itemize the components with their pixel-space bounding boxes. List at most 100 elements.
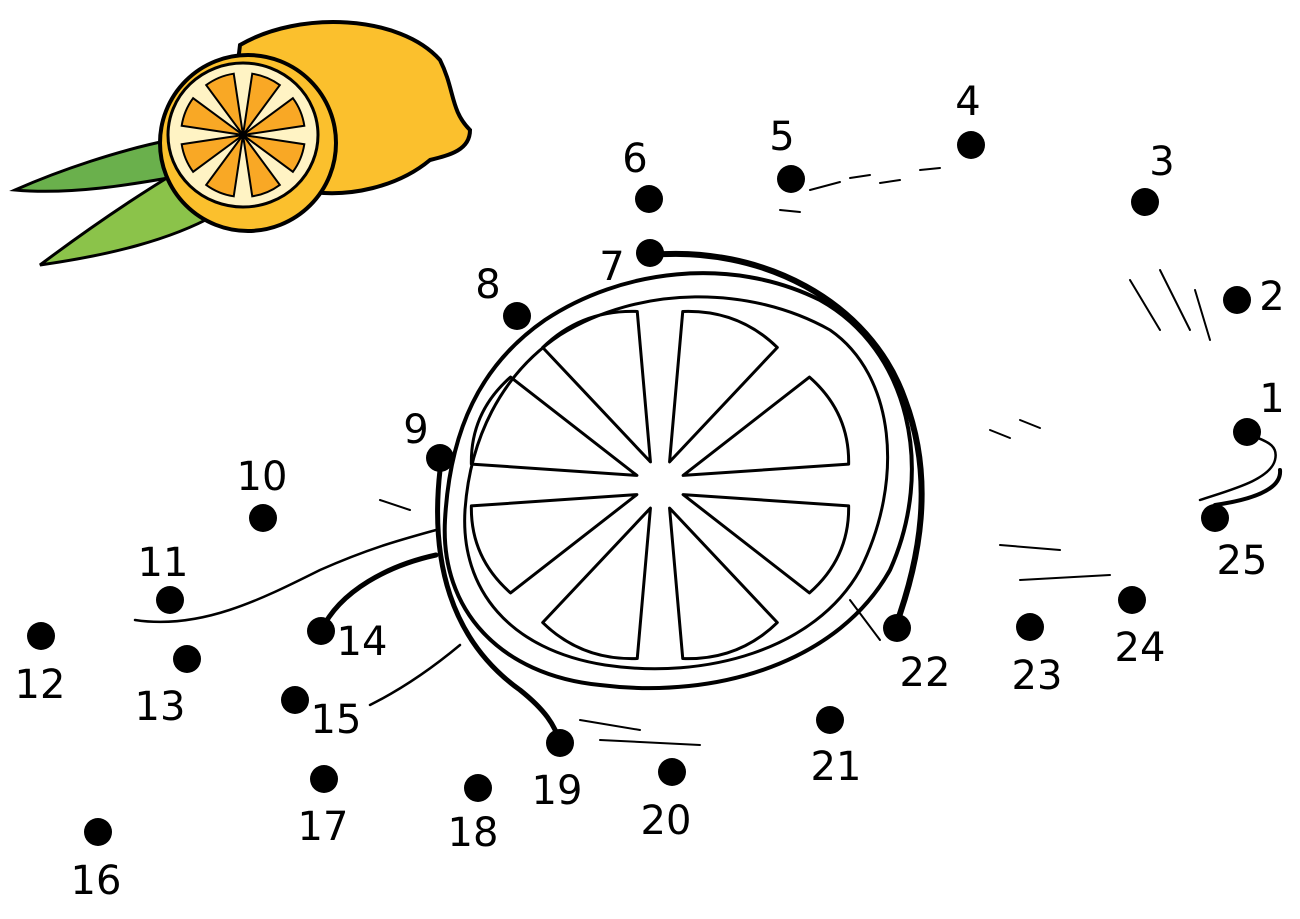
dot-number: 18	[448, 810, 499, 856]
dot-number: 16	[71, 858, 122, 904]
dot-number: 15	[311, 697, 362, 743]
dot-marker[interactable]	[249, 504, 277, 532]
dot-marker[interactable]	[310, 765, 338, 793]
lemon-segment	[242, 96, 306, 136]
dot-marker[interactable]	[546, 729, 574, 757]
dot-21[interactable]: 21	[811, 706, 862, 790]
lemon-segment	[180, 134, 244, 174]
slice-segments	[469, 309, 851, 661]
dot-25[interactable]: 25	[1201, 504, 1267, 584]
dot-9[interactable]: 9	[403, 407, 454, 472]
motion-line	[989, 429, 1011, 439]
motion-line	[1159, 269, 1191, 331]
motion-line	[849, 599, 881, 641]
dot-20[interactable]: 20	[641, 758, 692, 844]
dot-13[interactable]: 13	[135, 645, 201, 730]
dot-15[interactable]: 15	[281, 686, 361, 743]
lemon-segment	[204, 134, 244, 198]
dot-number: 20	[641, 798, 692, 844]
motion-line	[809, 181, 841, 191]
motion-line	[1129, 279, 1161, 331]
dot-22[interactable]: 22	[883, 614, 950, 696]
motion-line	[579, 719, 641, 731]
dot-number: 1	[1259, 376, 1284, 422]
slice-segment	[541, 506, 652, 661]
dot-6[interactable]: 6	[622, 136, 663, 213]
dot-1[interactable]: 1	[1233, 376, 1285, 446]
dot-number: 14	[337, 619, 388, 665]
dot-17[interactable]: 17	[298, 765, 349, 850]
dot-2[interactable]: 2	[1223, 274, 1285, 320]
lemon-illustration	[9, 20, 473, 267]
motion-lines	[379, 167, 1211, 746]
dot-number: 23	[1012, 653, 1063, 699]
dot-18[interactable]: 18	[448, 774, 499, 856]
motion-line	[879, 179, 901, 184]
motion-line	[919, 167, 941, 171]
dot-4[interactable]: 4	[955, 79, 985, 159]
dot-marker[interactable]	[503, 302, 531, 330]
dot-number: 5	[769, 114, 794, 160]
dot-5[interactable]: 5	[769, 114, 805, 193]
dot-marker[interactable]	[635, 185, 663, 213]
lemon-segment	[242, 134, 282, 198]
dot-number: 13	[135, 684, 186, 730]
dot-number: 4	[955, 79, 980, 125]
dot-number: 8	[475, 262, 500, 308]
dot-number: 19	[532, 768, 583, 814]
dot-12[interactable]: 12	[15, 622, 66, 708]
dot-11[interactable]: 11	[138, 540, 189, 614]
motion-line	[849, 174, 871, 179]
dot-marker[interactable]	[281, 686, 309, 714]
dot-3[interactable]: 3	[1131, 139, 1175, 216]
lemon-segment	[242, 134, 306, 174]
dot-marker[interactable]	[1131, 188, 1159, 216]
slice-segment	[469, 493, 639, 595]
dot-10[interactable]: 10	[237, 454, 288, 532]
dot-number: 11	[138, 540, 189, 586]
slice-segment	[469, 375, 639, 477]
dot-14[interactable]: 14	[307, 617, 387, 665]
dot-marker[interactable]	[1118, 586, 1146, 614]
dot-number: 3	[1149, 139, 1174, 185]
dot-marker[interactable]	[883, 614, 911, 642]
dot-marker[interactable]	[658, 758, 686, 786]
dot-number: 2	[1259, 274, 1284, 320]
dot-marker[interactable]	[636, 239, 664, 267]
motion-line	[1194, 289, 1211, 341]
dot-number: 25	[1217, 538, 1268, 584]
dot-marker[interactable]	[426, 444, 454, 472]
dot-marker[interactable]	[1233, 418, 1261, 446]
dot-8[interactable]: 8	[475, 262, 531, 330]
dot-marker[interactable]	[1223, 286, 1251, 314]
dot-marker[interactable]	[1201, 504, 1229, 532]
dot-19[interactable]: 19	[532, 729, 583, 814]
dot-16[interactable]: 16	[71, 818, 122, 904]
motion-line	[1019, 574, 1111, 581]
dot-24[interactable]: 24	[1115, 586, 1166, 671]
slice-segment	[541, 309, 652, 464]
dot-marker[interactable]	[464, 774, 492, 802]
slice-segment	[668, 506, 779, 661]
dot-23[interactable]: 23	[1012, 613, 1063, 699]
dot-number: 22	[900, 650, 951, 696]
dot-7[interactable]: 7	[599, 239, 664, 290]
dot-number: 9	[403, 407, 428, 453]
dot-marker[interactable]	[27, 622, 55, 650]
motion-line	[1019, 419, 1041, 429]
dot-marker[interactable]	[777, 165, 805, 193]
dot-marker[interactable]	[84, 818, 112, 846]
leaf	[9, 138, 188, 193]
slice-segment	[681, 493, 851, 595]
dot-marker[interactable]	[307, 617, 335, 645]
dot-marker[interactable]	[816, 706, 844, 734]
dot-marker[interactable]	[156, 586, 184, 614]
dot-marker[interactable]	[1016, 613, 1044, 641]
motion-line	[379, 499, 411, 511]
dot-number: 12	[15, 662, 66, 708]
dot-marker[interactable]	[173, 645, 201, 673]
dot-marker[interactable]	[957, 131, 985, 159]
